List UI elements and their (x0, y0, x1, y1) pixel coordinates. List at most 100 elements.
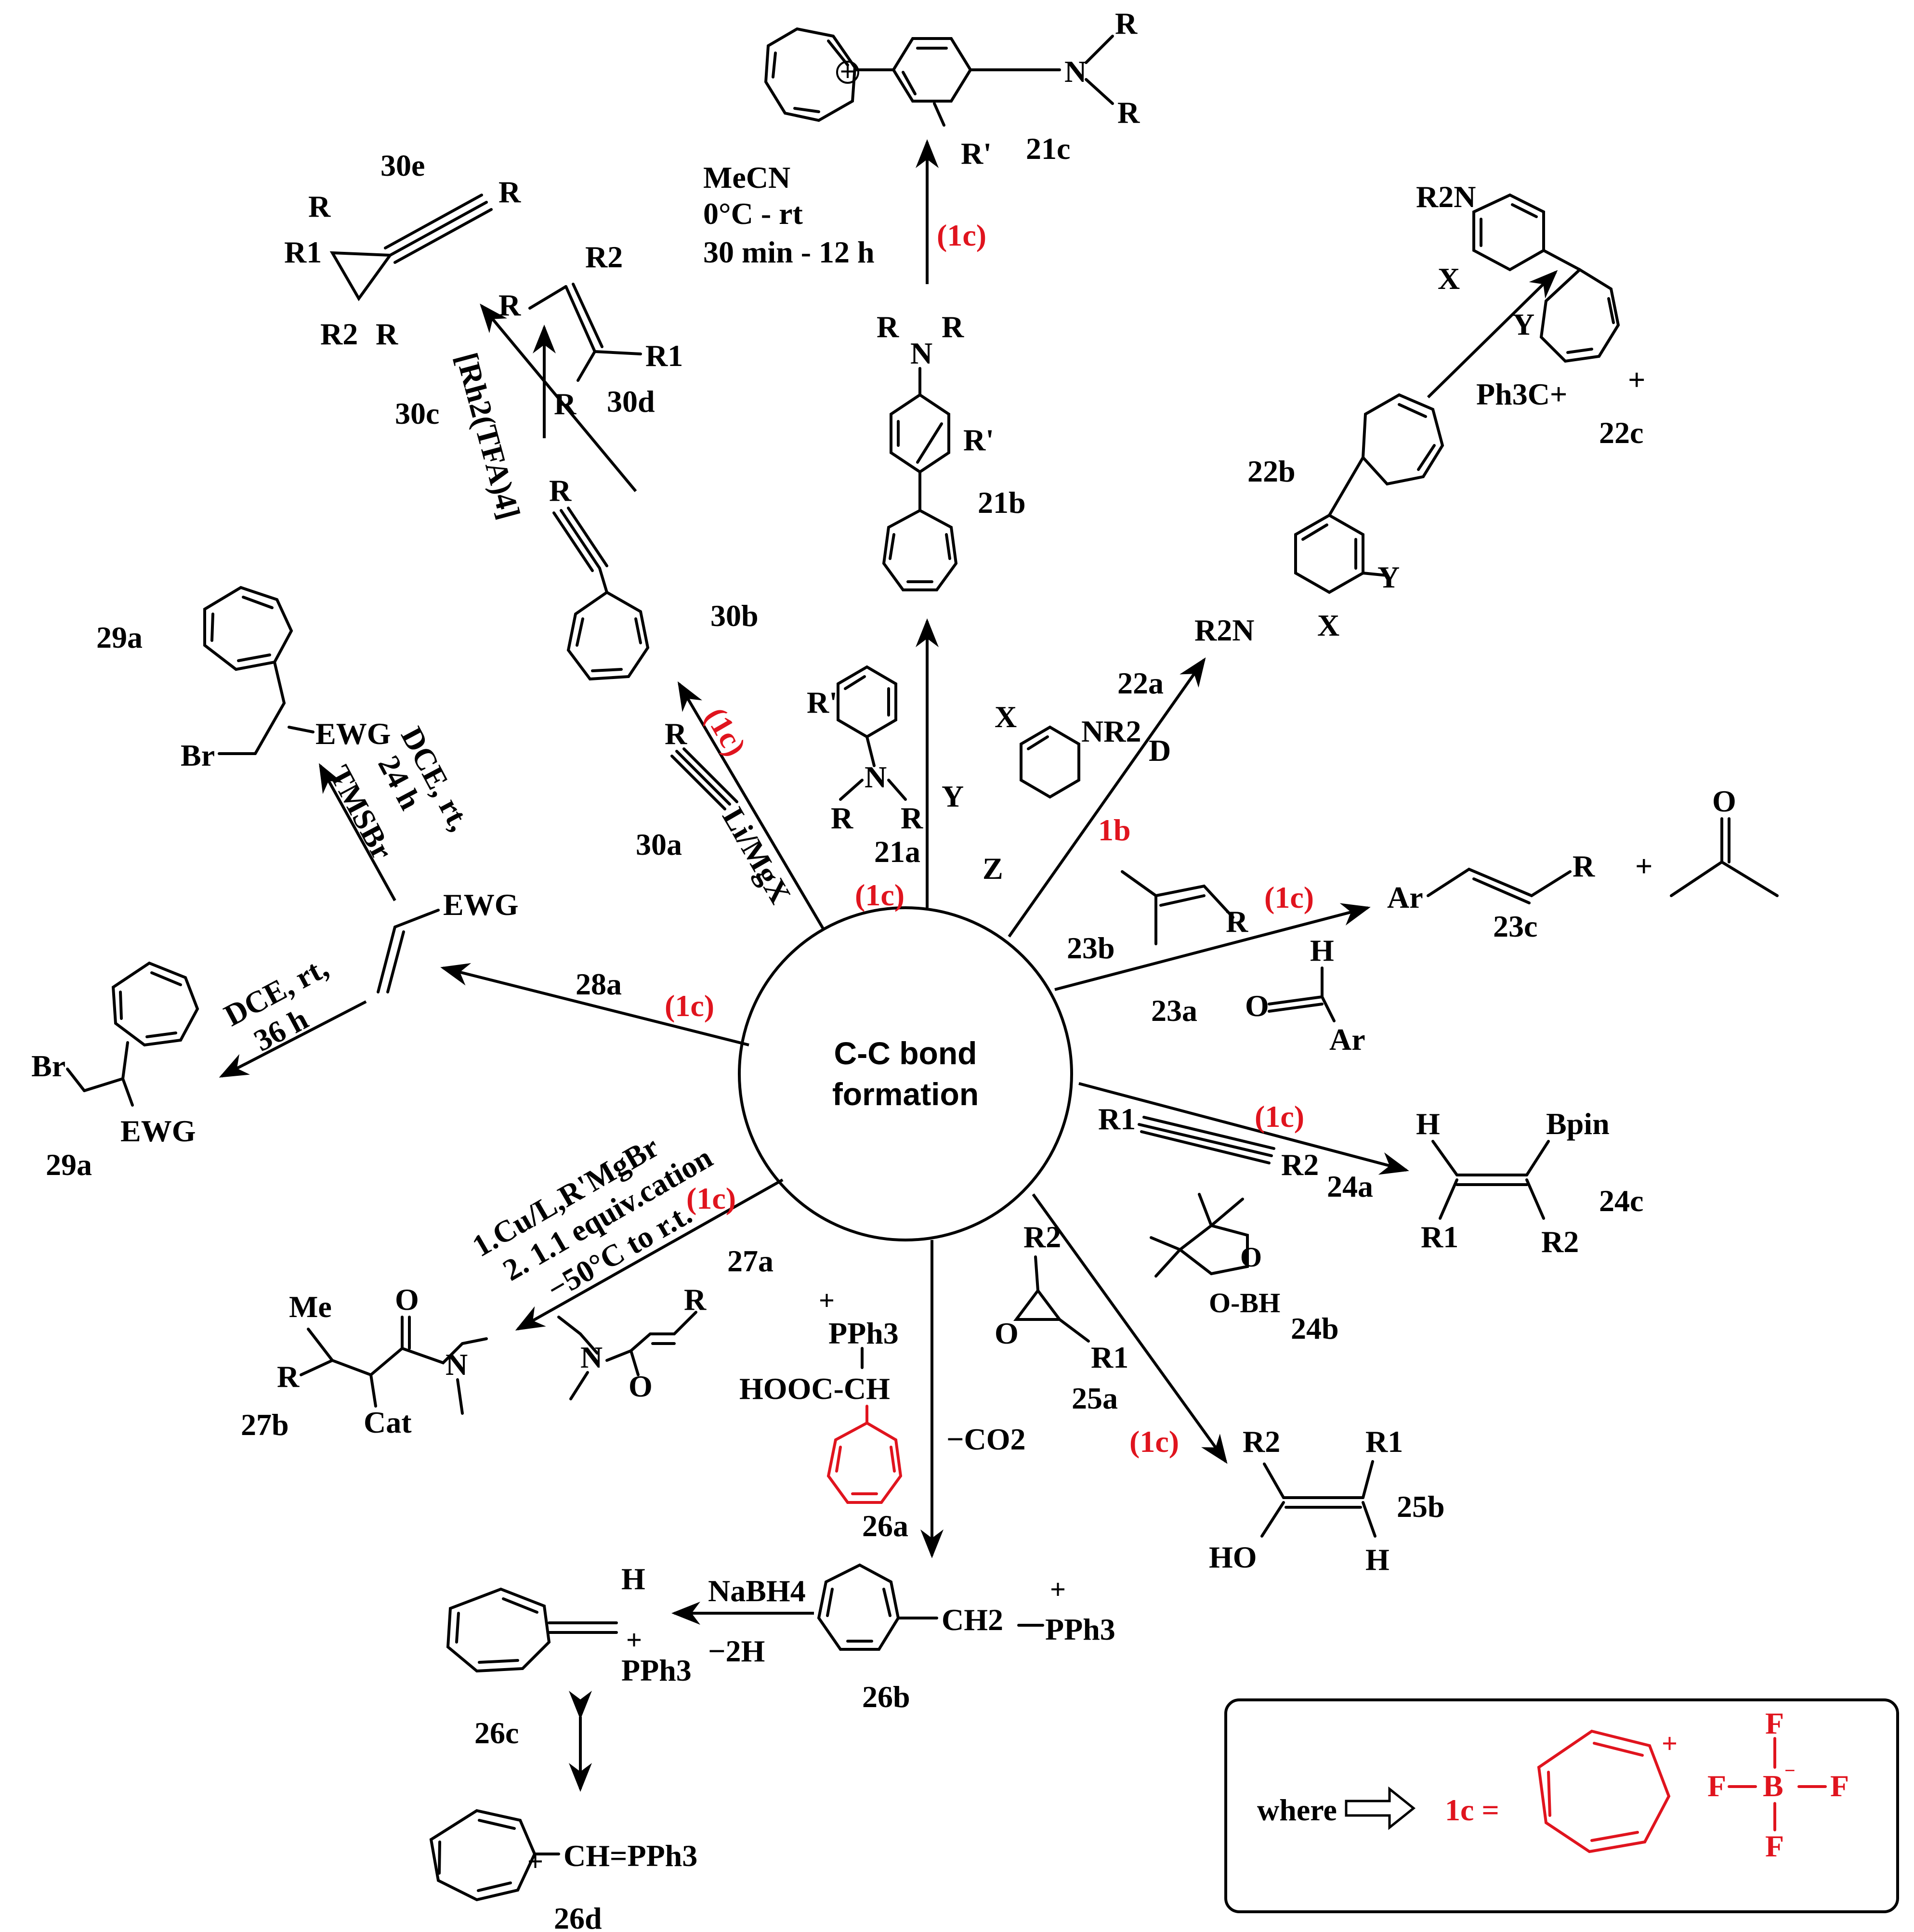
branch-24: R1 R2 (1c) 24a O O-BH 24b H Bpin R1 R2 2… (1098, 1099, 1643, 1345)
svg-text:R: R (942, 310, 964, 344)
legend-box: where 1c = + F F B − F F (1224, 1698, 1899, 1913)
arrow-25 (1032, 1193, 1228, 1464)
svg-text:R: R (1573, 849, 1595, 883)
svg-text:R: R (277, 1359, 300, 1394)
branch-26: + PPh3 HOOC-CH 26a −CO2 CH2 + PPh3 26b N… (429, 1285, 1115, 1932)
svg-text:F: F (1765, 1706, 1784, 1740)
svg-text:Y: Y (1512, 307, 1534, 341)
svg-text:Br: Br (31, 1049, 66, 1083)
svg-text:PPh3: PPh3 (828, 1316, 899, 1350)
svg-text:F: F (1830, 1769, 1849, 1803)
svg-text:O: O (629, 1369, 653, 1403)
label-24c: 24c (1599, 1184, 1643, 1218)
svg-text:H: H (621, 1562, 645, 1596)
svg-text:HOOC-CH: HOOC-CH (739, 1371, 890, 1406)
svg-text:PPh3: PPh3 (1045, 1612, 1115, 1646)
label-30a: 30a (636, 827, 682, 862)
cond-21-line1: MeCN (703, 160, 790, 195)
reagent-1c-30: (1c) (699, 702, 753, 762)
svg-text:R: R (376, 317, 398, 351)
svg-text:R2: R2 (1023, 1220, 1061, 1254)
svg-text:R': R' (961, 136, 992, 170)
label-27b: 27b (241, 1408, 289, 1442)
svg-text:R: R (831, 801, 853, 835)
svg-text:+: + (839, 56, 855, 87)
svg-text:R: R (901, 801, 923, 835)
svg-text:R': R' (807, 685, 838, 719)
label-22a: 22a (1117, 666, 1164, 700)
svg-text:+: + (527, 1846, 543, 1877)
svg-text:X: X (1438, 261, 1460, 296)
svg-text:+: + (819, 1285, 835, 1316)
svg-text:Cat: Cat (364, 1405, 412, 1439)
svg-text:R2: R2 (1541, 1225, 1579, 1259)
branch-28-29: 28a (1c) EWG DCE, rt, 24 h TMSBr EWG Br … (31, 586, 714, 1182)
svg-text:+: + (1628, 363, 1645, 397)
svg-text:N: N (1064, 54, 1087, 89)
reagent-1b: 1b (1098, 813, 1131, 847)
svg-text:R: R (1226, 904, 1248, 939)
svg-text:NR2: NR2 (1081, 714, 1141, 748)
cond-26-minus-2h: −2H (708, 1634, 765, 1668)
svg-text:+: + (1635, 849, 1652, 883)
arrow-22b-22c (1427, 270, 1558, 399)
svg-text:R2: R2 (1281, 1148, 1319, 1182)
branch-25: R2 O R1 25a (1c) R2 R1 HO H 25b (995, 1220, 1445, 1577)
label-26d: 26d (554, 1901, 602, 1932)
svg-text:R: R (498, 175, 521, 209)
svg-text:R2N: R2N (1194, 613, 1254, 647)
label-29a-top: 29a (96, 620, 143, 654)
svg-text:R1: R1 (1098, 1102, 1136, 1136)
svg-text:H: H (1365, 1542, 1390, 1577)
arrow-28 (440, 963, 749, 1046)
svg-text:−: − (1784, 1760, 1796, 1781)
branch-27: 1.Cu/L,R'MgBr 2. 1.1 equiv.cation −50°C … (241, 1129, 773, 1442)
svg-text:CH2: CH2 (942, 1603, 1003, 1637)
svg-text:R1: R1 (1421, 1220, 1458, 1254)
label-21b: 21b (978, 485, 1026, 520)
svg-text:Y: Y (942, 779, 964, 813)
arrow-30 (677, 681, 825, 930)
arrow-23 (1054, 903, 1371, 991)
cond-30-rh: [Rh2(TFA)4] (450, 349, 527, 523)
label-26b: 26b (862, 1680, 910, 1714)
label-27a: 27a (727, 1244, 773, 1278)
svg-text:Me: Me (289, 1290, 332, 1324)
cond-26-minus-co2: −CO2 (946, 1422, 1025, 1456)
center-label-line1: C-C bond (834, 1035, 977, 1071)
svg-text:H: H (1310, 933, 1334, 967)
label-29a-bottom: 29a (46, 1148, 92, 1182)
svg-text:F: F (1707, 1769, 1726, 1803)
svg-text:EWG: EWG (443, 888, 518, 922)
arrow-22 (1008, 657, 1206, 938)
svg-text:EWG: EWG (120, 1114, 196, 1148)
reagent-1c-25: (1c) (1129, 1424, 1179, 1459)
svg-text:R: R (308, 189, 331, 223)
svg-text:Ar: Ar (1387, 880, 1423, 914)
svg-text:R: R (877, 310, 899, 344)
label-25b: 25b (1397, 1489, 1445, 1524)
label-25a: 25a (1072, 1381, 1118, 1415)
svg-text:N: N (910, 336, 932, 370)
svg-text:R2: R2 (585, 240, 623, 274)
legend-where: where (1257, 1793, 1337, 1827)
svg-text:+: + (1050, 1574, 1066, 1605)
legend-1c-eq: 1c = (1445, 1793, 1499, 1827)
label-28a: 28a (576, 967, 622, 1001)
svg-text:O: O (1712, 784, 1736, 818)
label-23b: 23b (1067, 931, 1115, 965)
svg-text:O: O (1240, 1241, 1262, 1273)
label-23a: 23a (1151, 993, 1197, 1028)
svg-text:R1: R1 (645, 339, 683, 373)
svg-text:Br: Br (181, 738, 215, 772)
reagent-1c-21: (1c) (855, 878, 905, 912)
svg-text:R: R (498, 288, 521, 322)
svg-text:Ar: Ar (1329, 1022, 1365, 1057)
svg-text:EWG: EWG (315, 717, 391, 751)
cond-22: Ph3C+ (1476, 377, 1567, 411)
svg-text:H: H (1416, 1107, 1440, 1141)
reagent-1c-24: (1c) (1255, 1099, 1304, 1134)
svg-text:Y: Y (1377, 560, 1400, 594)
cond-22-d: D (1149, 733, 1171, 768)
svg-text:X: X (995, 700, 1017, 734)
